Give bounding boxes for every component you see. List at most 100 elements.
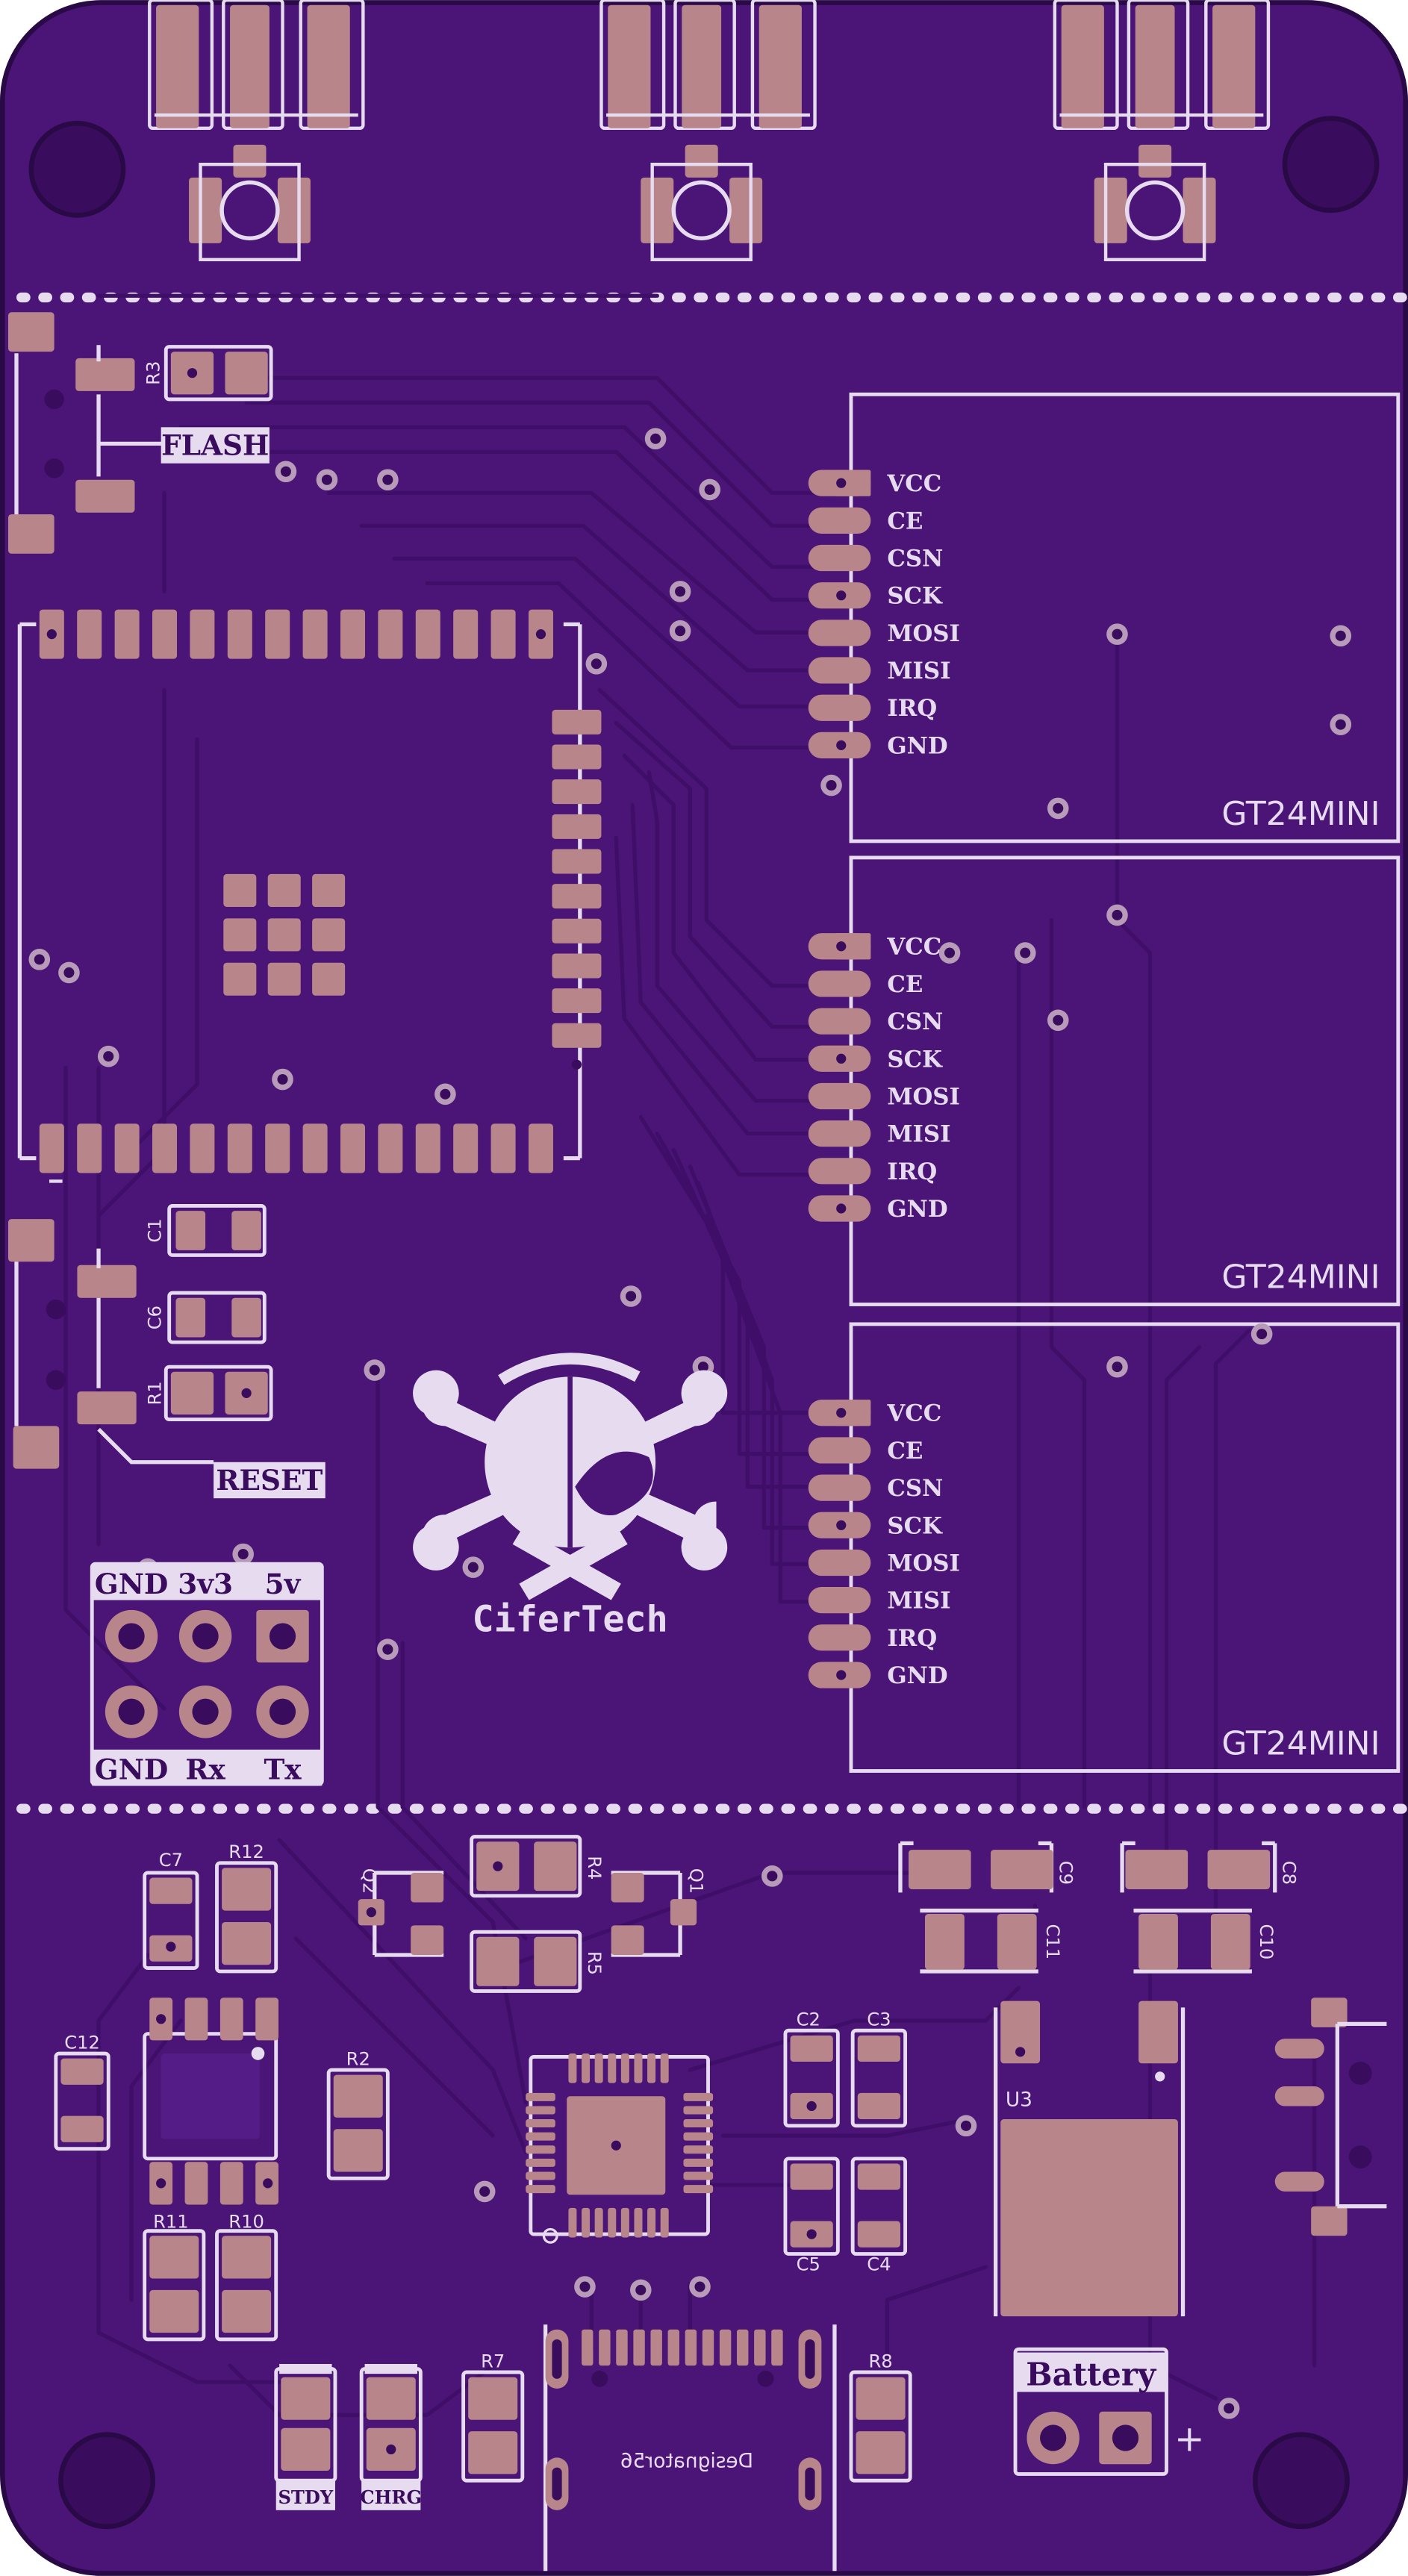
svg-text:C2: C2 xyxy=(797,2009,820,2030)
pin-marker xyxy=(836,1203,847,1214)
perforation-dash xyxy=(890,292,905,303)
regulator-u3: U3 xyxy=(993,2000,1186,2317)
qfn-pad xyxy=(526,2092,555,2101)
perforation-dash xyxy=(1153,292,1167,303)
qfn-pad xyxy=(608,2207,617,2238)
tactile-button[interactable] xyxy=(599,0,817,262)
via-hole xyxy=(767,1871,778,1882)
resistor-r2: R2 xyxy=(326,2048,390,2180)
esp-pad xyxy=(453,1123,479,1173)
perforation-dash xyxy=(1392,292,1407,303)
header-pin-hole xyxy=(118,1623,145,1650)
esp-pad xyxy=(114,609,140,659)
qfn-pad xyxy=(526,2158,555,2167)
button-pad xyxy=(277,177,311,243)
esp-thermal-pad xyxy=(223,918,257,952)
perforation-dash xyxy=(672,1803,686,1814)
resistor-r11: R11 xyxy=(143,2211,206,2342)
esp-pad xyxy=(152,609,178,659)
led-stdy: STDY xyxy=(274,2363,337,2510)
via-hole xyxy=(237,1548,249,1560)
vias xyxy=(28,428,1352,2419)
header-pin-hole xyxy=(269,1698,296,1725)
esp-pad xyxy=(453,609,479,659)
via-hole xyxy=(34,954,45,965)
qfn-pad xyxy=(683,2106,714,2115)
soic-chip xyxy=(143,1998,279,2205)
module-pin-label: MISI xyxy=(887,1588,950,1615)
svg-text:R5: R5 xyxy=(584,1951,605,1975)
via-hole xyxy=(321,474,332,485)
qfn-pad xyxy=(594,2207,603,2238)
svg-text:R3: R3 xyxy=(143,361,163,385)
qfn-pad xyxy=(647,2207,656,2238)
header-pin-hole xyxy=(192,1623,219,1650)
tactile-button[interactable] xyxy=(1053,0,1271,262)
qfn-pad xyxy=(634,2207,643,2238)
esp-pad xyxy=(152,1123,178,1173)
usb-c-connector[interactable]: Designator56 xyxy=(543,2324,837,2572)
perforation-dash xyxy=(781,1803,796,1814)
contact-pad xyxy=(608,4,651,128)
perforation-dash xyxy=(519,1803,533,1814)
esp-thermal-pad xyxy=(312,962,346,996)
perforation-dash xyxy=(737,292,752,303)
switch-hole xyxy=(44,389,64,410)
module-pin-label: SCK xyxy=(887,1046,943,1073)
perforation-dash xyxy=(475,1803,490,1814)
perforation-dash xyxy=(453,1803,468,1814)
qfn-pad xyxy=(526,2132,555,2141)
qfn-pad xyxy=(608,2053,617,2083)
switch-pad xyxy=(75,479,135,513)
via-hole xyxy=(1053,802,1064,814)
power-slide-switch[interactable] xyxy=(1274,1998,1387,2236)
usb-pad xyxy=(685,2329,697,2366)
button-outline xyxy=(1103,163,1206,262)
esp-pad xyxy=(190,1123,215,1173)
module-pin-pad xyxy=(808,1082,871,1110)
qfn-pad xyxy=(620,2053,629,2083)
logo-text: CiferTech xyxy=(472,1598,667,1640)
esp-thermal-pad xyxy=(267,873,301,907)
perforation-dash xyxy=(781,292,796,303)
svg-text:CHRG: CHRG xyxy=(360,2486,422,2508)
usb-pad xyxy=(582,2329,594,2366)
via-hole xyxy=(1053,1014,1064,1026)
tactile-button[interactable] xyxy=(148,0,365,262)
via-hole xyxy=(382,1644,393,1655)
qfn-pad xyxy=(526,2145,555,2154)
perforation-dash xyxy=(934,1803,949,1814)
perforation-dash xyxy=(1262,1803,1277,1814)
svg-text:C4: C4 xyxy=(867,2254,891,2275)
module-pin-label: CE xyxy=(887,508,923,534)
pin1-mark xyxy=(49,1179,63,1183)
qfn-pad xyxy=(526,2106,555,2115)
svg-text:C7: C7 xyxy=(159,1850,183,1871)
module-pin-label: SCK xyxy=(887,583,943,610)
perforation-dash xyxy=(322,1803,337,1814)
esp-thermal-pad xyxy=(223,962,257,996)
cifertech-logo: CiferTech xyxy=(413,1353,728,1640)
svg-text:C11: C11 xyxy=(1042,1924,1063,1960)
button-actuator xyxy=(671,180,732,241)
button-pad xyxy=(1183,177,1216,243)
battery-connector[interactable]: Battery + xyxy=(1013,2347,1205,2476)
via-hole xyxy=(944,947,956,958)
via-hole xyxy=(650,433,661,444)
button-pad xyxy=(233,144,267,178)
pad-marker xyxy=(535,629,546,640)
capacitor-c1: C1 xyxy=(145,1204,267,1257)
reset-switch[interactable]: RESET xyxy=(8,1219,325,1499)
flash-switch[interactable]: FLASH xyxy=(8,312,270,554)
perforation-dash xyxy=(1371,292,1386,303)
capacitor-c2: C2 xyxy=(783,2009,840,2128)
resistor-r5: R5 xyxy=(470,1930,605,1993)
qfn-pad xyxy=(683,2158,714,2167)
header-pin-label: Tx xyxy=(264,1753,302,1786)
module-pin-label: MOSI xyxy=(887,620,960,647)
usb-pad xyxy=(616,2329,628,2366)
button-pad xyxy=(1094,177,1127,243)
perforation-dash xyxy=(1109,1803,1124,1814)
esp-pad xyxy=(302,609,328,659)
